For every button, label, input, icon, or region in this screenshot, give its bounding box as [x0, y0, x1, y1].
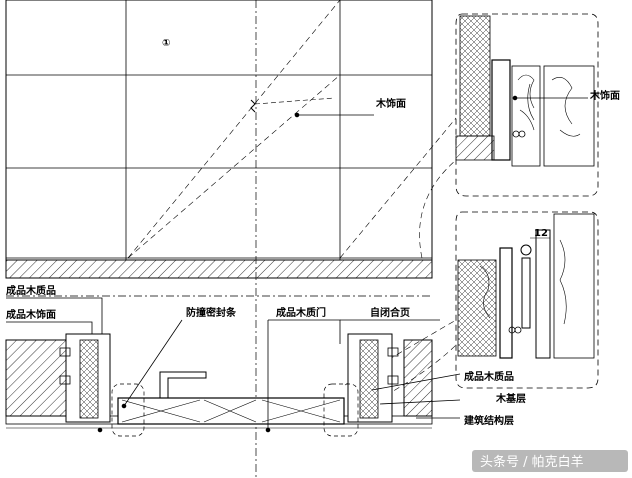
detail-bottom-dimension: 12: [534, 228, 548, 239]
door-swing-line-1: [127, 0, 341, 259]
plan-leaders: [6, 297, 461, 430]
detail-top-frame: [455, 13, 599, 197]
label-anti-collision-seal: 防撞密封条: [186, 306, 237, 319]
break-mark: [250, 99, 256, 113]
detail-top-door-leaf: [511, 65, 541, 167]
detail-bottom-frame: [455, 211, 599, 389]
label-building-structure-layer: 建筑结构层: [463, 414, 514, 427]
leader-dot: [294, 112, 300, 118]
detail-bottom-roller: [520, 244, 532, 256]
label-finished-wood-product-right: 成品木质品: [464, 370, 514, 383]
door-leaf: [117, 397, 345, 425]
detail-top-grain-right: [551, 77, 581, 137]
detail-top-wood-face-label: 木饰面: [589, 89, 620, 102]
dash-leader: [254, 97, 335, 105]
door-handle: [159, 371, 207, 398]
watermark-backdrop: [472, 450, 628, 472]
detail-bottom-wall: [457, 259, 497, 357]
detail-top-wood-grain: [517, 74, 535, 131]
label-finished-wood-door: 成品木质门: [276, 306, 326, 319]
elevation-panel-grid: [6, 0, 432, 260]
detail-bottom-frame-profile: [499, 247, 513, 359]
floor-band: [5, 259, 433, 279]
detail-bottom: [455, 211, 599, 389]
detail-top-frame-profile: [491, 59, 511, 161]
detail-bottom-leaf: [553, 213, 595, 359]
label-self-closing-hinge: 自闭合页: [370, 306, 410, 319]
watermark: 头条号 / 帕克白羊: [480, 454, 584, 470]
detail-top-wall: [459, 15, 491, 137]
plan-section: [5, 295, 461, 437]
elevation-frame: [5, 0, 433, 261]
detail-top-leaf-right: [543, 65, 595, 167]
detail-bottom-seal: [521, 257, 531, 329]
right-wall-section: [403, 339, 433, 417]
elevation-wood-face-label: 木饰面: [375, 97, 406, 110]
elevation-marker: ①: [162, 38, 170, 49]
label-finished-wood-product: 成品木质品: [6, 284, 56, 297]
door-swing-line-2: [127, 74, 341, 259]
detail-top-base: [455, 135, 495, 161]
detail-top: [455, 13, 599, 197]
label-finished-wood-face: 成品木饰面: [6, 308, 56, 321]
elevation-view: [5, 0, 433, 478]
label-wood-base-layer: 木基层: [495, 392, 526, 405]
detail-bottom-door-edge: [535, 229, 551, 359]
